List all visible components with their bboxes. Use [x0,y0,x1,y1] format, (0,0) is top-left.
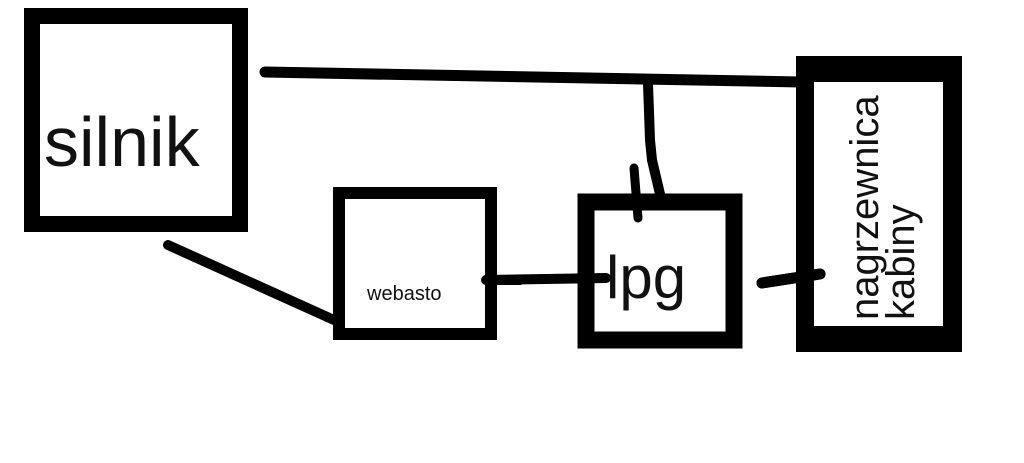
node-nagrzewnica-label-line1: nagrzewnica [843,95,887,320]
node-silnik-label: silnik [44,103,201,181]
node-nagrzewnica-label-line2: kabiny [879,204,923,320]
node-lpg: lpg [577,193,743,349]
node-silnik: silnik [24,8,248,232]
node-nagrzewnica-kabiny: nagrzewnica kabiny [756,56,962,352]
node-lpg-label: lpg [606,244,686,311]
node-webasto: webasto [333,187,497,340]
connector-top-line-to-lpg [643,79,665,199]
connector-silnik-nagrzewnica [259,66,806,88]
node-webasto-label: webasto [366,283,442,305]
connector-silnik-webasto [163,240,339,325]
